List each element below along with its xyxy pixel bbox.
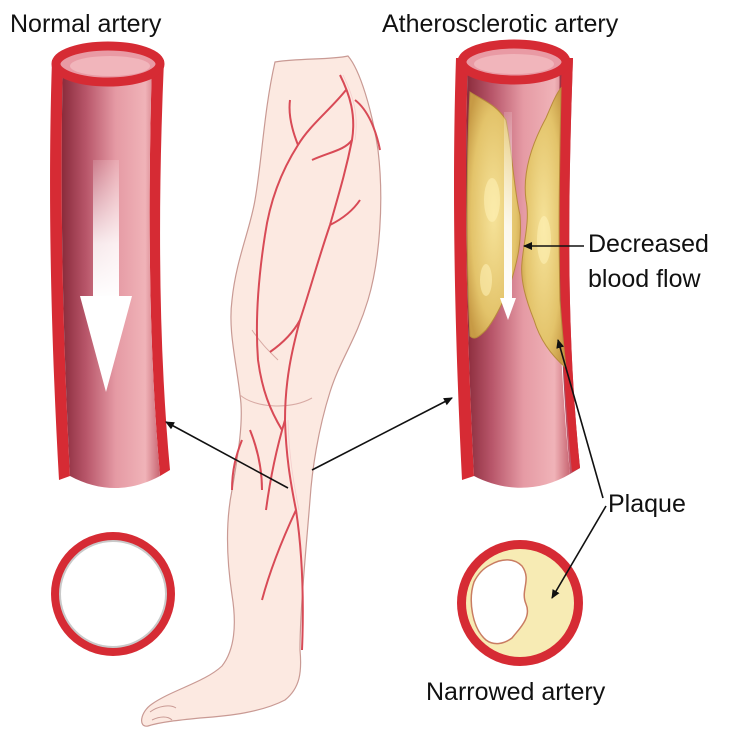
decreased-label: Decreased <box>588 230 709 258</box>
narrowed-artery-label: Narrowed artery <box>426 678 605 706</box>
plaque-label: Plaque <box>608 490 686 518</box>
atherosclerotic-artery-label: Atherosclerotic artery <box>382 10 618 38</box>
normal-artery-label: Normal artery <box>10 10 161 38</box>
atherosclerotic-artery-vessel <box>454 44 580 488</box>
leg-illustration <box>142 56 381 726</box>
pointer-to-atherosclerotic-artery <box>312 398 452 470</box>
blood-flow-label: blood flow <box>588 265 701 293</box>
narrowed-artery-cross-section <box>457 540 583 666</box>
normal-artery-cross-section <box>51 532 175 656</box>
